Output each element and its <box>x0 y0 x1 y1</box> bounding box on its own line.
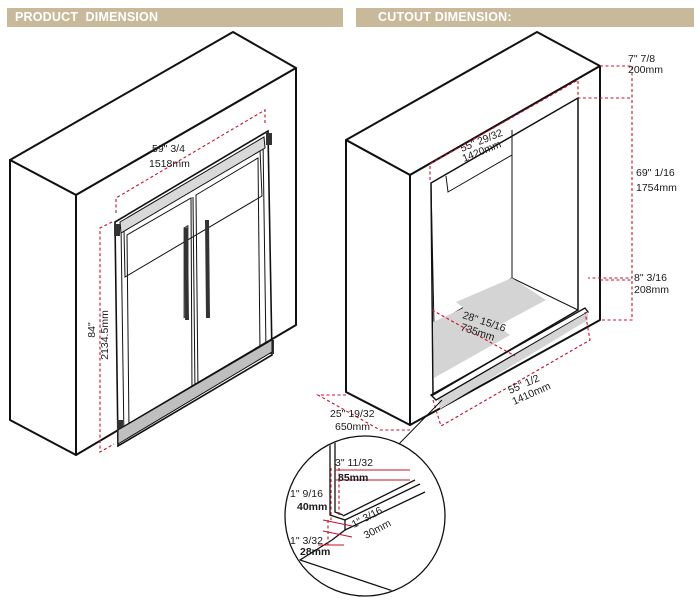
detail-flange-in: 3" 11/32 <box>335 457 373 469</box>
product-width-dimension: 59" 3/4 1518mm <box>115 109 266 213</box>
detail-base-in: 1" 3/32 <box>290 535 323 547</box>
cutout-outer-depth-mm: 650mm <box>335 421 370 433</box>
cutout-top-gap-in: 7" 7/8 <box>628 53 655 65</box>
cutout-bottom-gap-in: 8" 3/16 <box>634 272 667 284</box>
cutout-outer-depth-dimension: 25" 19/32 650mm <box>315 394 410 433</box>
cutout-height-dimension: 69" 1/16 1754mm <box>588 100 677 279</box>
product-width-mm: 1518mm <box>149 158 190 170</box>
cutout-outer-depth-in: 25" 19/32 <box>330 408 375 420</box>
product-height-in: 84" <box>86 322 98 338</box>
cutout-bottom-gap-mm: 208mm <box>634 284 669 296</box>
refrigerator <box>114 129 274 448</box>
product-height-dimension: 84" 2134.5mm <box>86 221 115 453</box>
cutout-enclosure <box>345 31 601 426</box>
product-dimension-header: PRODUCT DIMENSION <box>7 8 343 27</box>
detail-step-in: 1" 9/16 <box>290 488 323 500</box>
detail-leader-line <box>394 399 443 449</box>
ledge-detail: 3" 11/32 85mm 1" 9/16 40mm 1" 3/32 28mm … <box>284 435 446 597</box>
product-height-mm: 2134.5mm <box>99 310 111 360</box>
cutout-top-gap-dimension: 7" 7/8 200mm <box>578 53 663 99</box>
detail-step-mm: 40mm <box>297 501 327 513</box>
detail-flange-mm: 85mm <box>338 472 368 484</box>
detail-base-mm: 28mm <box>300 546 330 558</box>
product-enclosure <box>9 31 297 456</box>
cutout-height-mm: 1754mm <box>636 182 677 194</box>
cutout-height-in: 69" 1/16 <box>636 167 675 179</box>
product-width-in: 59" 3/4 <box>152 143 185 155</box>
cutout-bottom-gap-dimension: 8" 3/16 208mm <box>600 272 669 321</box>
cutout-top-gap-mm: 200mm <box>628 64 663 76</box>
cutout-dimension-header: CUTOUT DIMENSION: <box>356 8 694 27</box>
